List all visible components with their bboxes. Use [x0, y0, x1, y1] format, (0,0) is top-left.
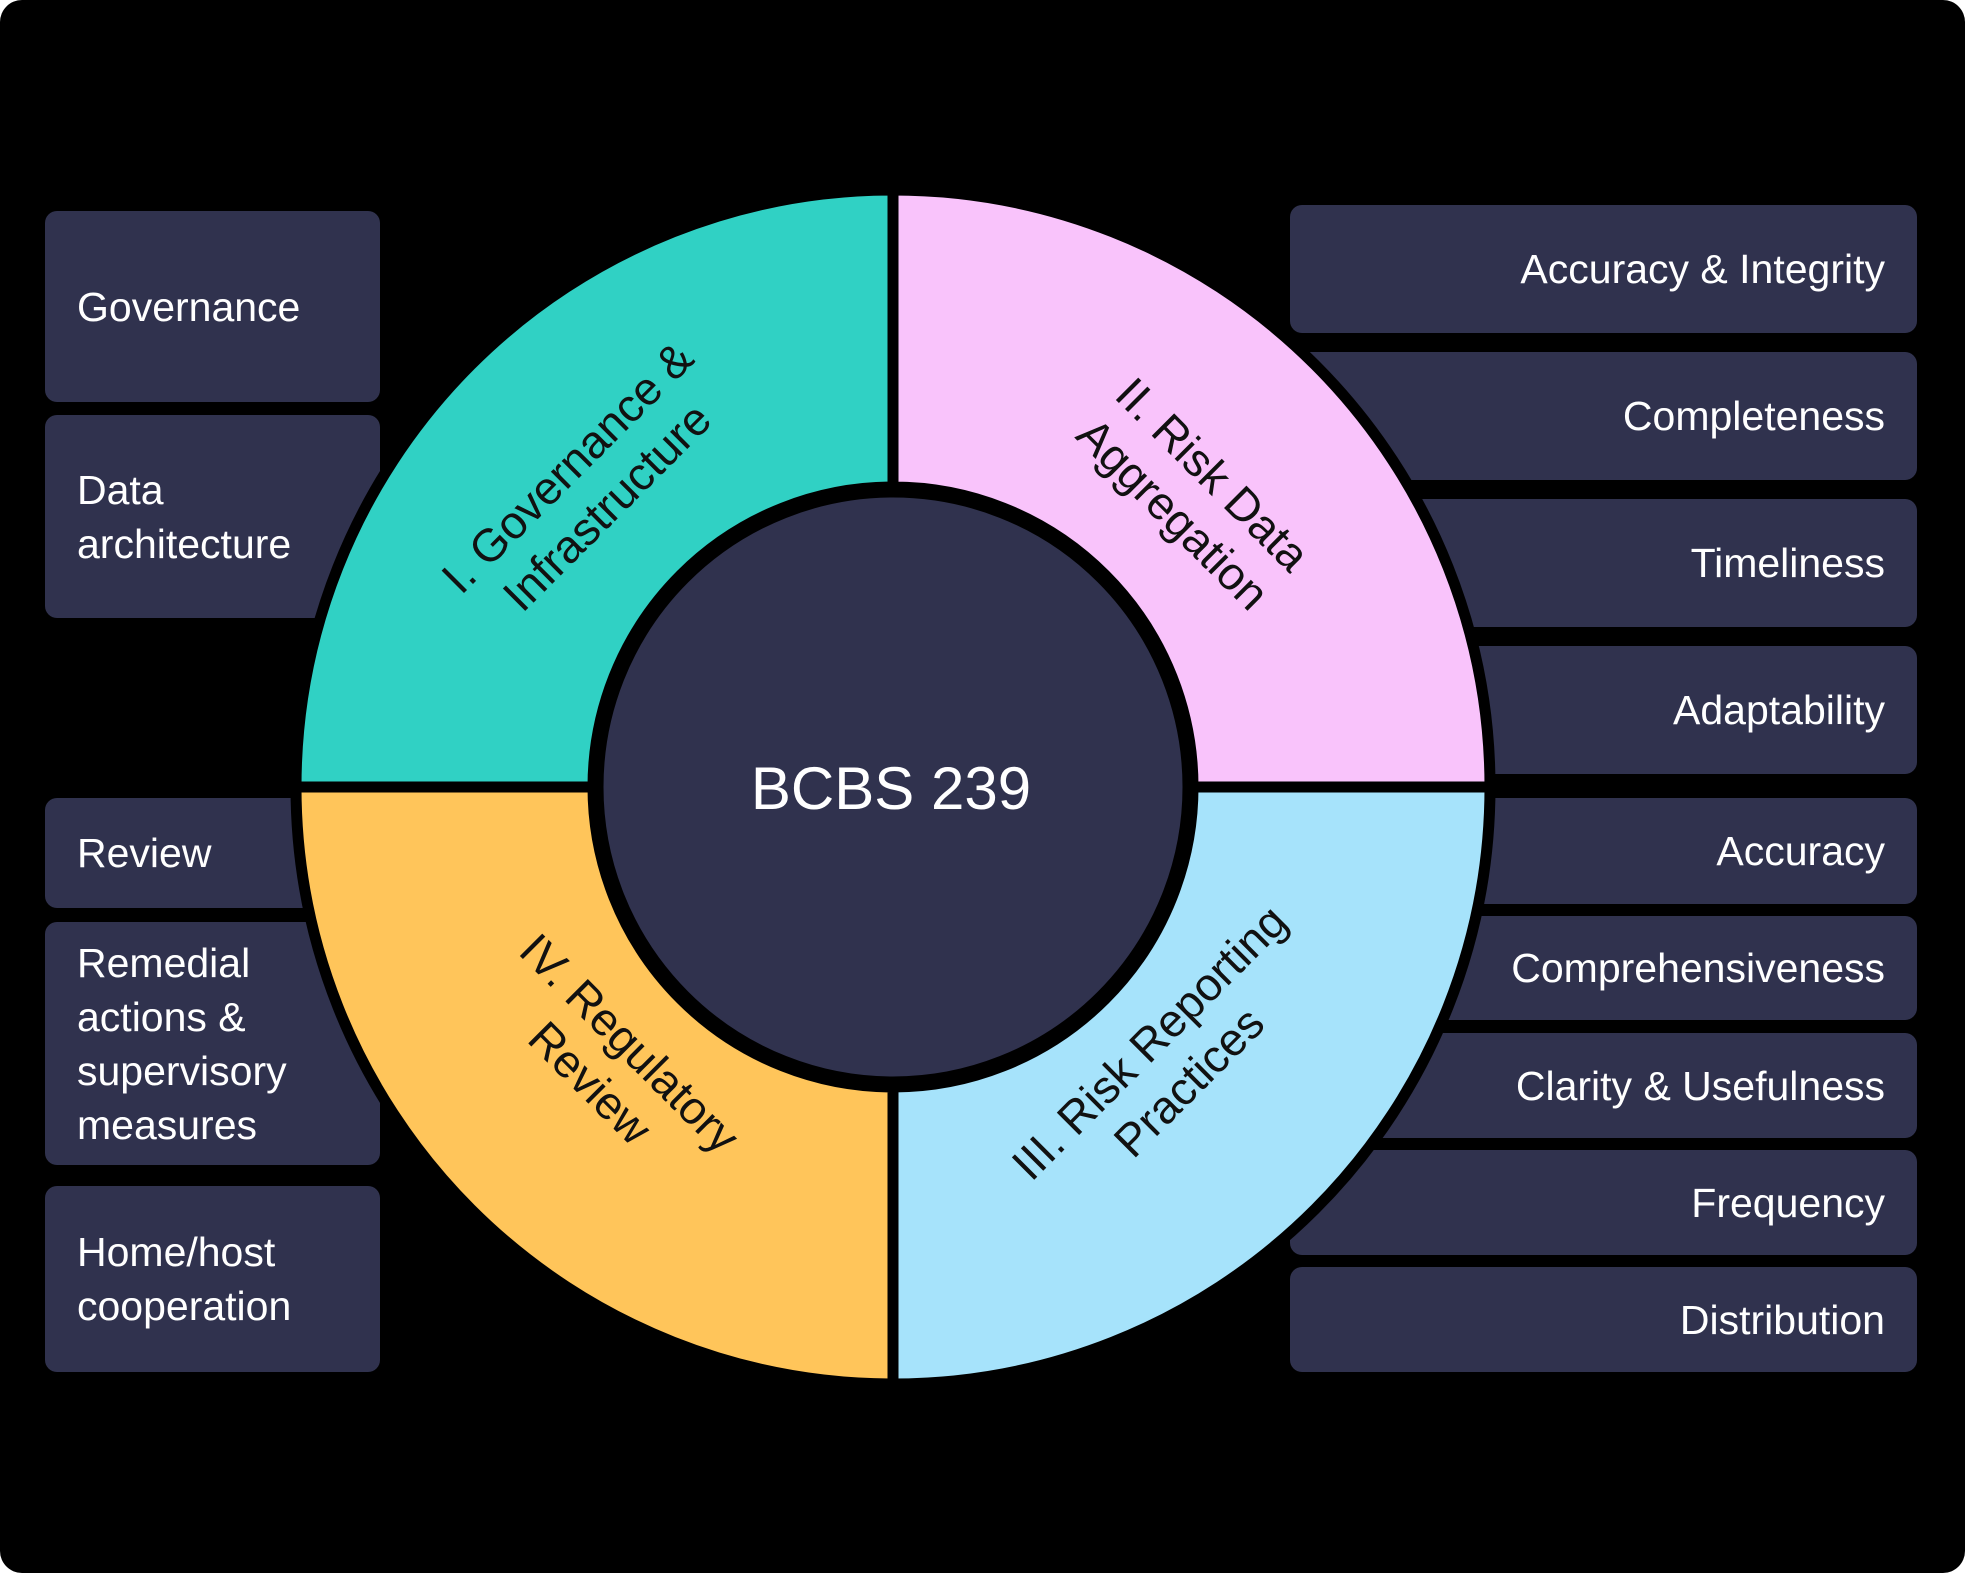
left-box-label-line: cooperation [77, 1283, 292, 1329]
right-box-label-line: Timeliness [1690, 540, 1885, 586]
left-box-label-line: Review [77, 830, 212, 876]
left-box: Home/host cooperation [45, 1186, 380, 1372]
left-box-label-line: measures [77, 1101, 258, 1148]
right-box-label: Timeliness [1691, 536, 1885, 590]
left-box-label-line: actions & [77, 993, 246, 1040]
right-box-label-line: Accuracy [1716, 828, 1885, 874]
right-box: Accuracy & Integrity [1290, 205, 1917, 333]
right-box-label: Clarity & Usefulness [1516, 1059, 1885, 1113]
right-box-label: Accuracy [1716, 824, 1885, 878]
right-box-label-line: Accuracy & Integrity [1520, 246, 1885, 292]
left-box-label: Data architecture [77, 463, 291, 571]
right-box: Distribution [1290, 1267, 1917, 1372]
right-box-label: Accuracy & Integrity [1520, 242, 1885, 296]
left-box-label: Review [77, 826, 211, 880]
right-box: Frequency [1290, 1150, 1917, 1255]
center-circle [592, 486, 1194, 1088]
left-box-label-line: Home/host [77, 1229, 276, 1275]
right-box-label: Frequency [1691, 1176, 1885, 1230]
right-box-label-line: Distribution [1679, 1296, 1885, 1343]
right-box-label-line: Comprehensiveness [1511, 945, 1885, 991]
left-box-label-line: Governance [77, 283, 301, 330]
left-box-label-line: Data [77, 466, 164, 513]
right-box-label: Comprehensiveness [1511, 941, 1885, 995]
left-box-label-line: Remedial [77, 939, 251, 986]
right-box-label-line: Completeness [1622, 393, 1885, 439]
left-box: Governance [45, 211, 380, 402]
right-box-label: Distribution [1680, 1293, 1885, 1347]
left-box-label: Governance [77, 280, 300, 334]
left-box-label-line: supervisory [77, 1047, 287, 1094]
right-box-label-line: Adaptability [1673, 687, 1885, 733]
left-box-label-line: architecture [77, 520, 292, 567]
left-box-label: Home/host cooperation [77, 1225, 291, 1333]
right-box-label: Completeness [1623, 389, 1885, 443]
right-box-label: Adaptability [1673, 683, 1885, 737]
right-box-label-line: Frequency [1691, 1179, 1885, 1226]
right-box-label-line: Clarity & Usefulness [1515, 1062, 1885, 1109]
center-label: BCBS 239 [751, 755, 1031, 822]
left-box-label: Remedial actions & supervisory measures [77, 936, 287, 1152]
left-box: Data architecture [45, 415, 380, 618]
